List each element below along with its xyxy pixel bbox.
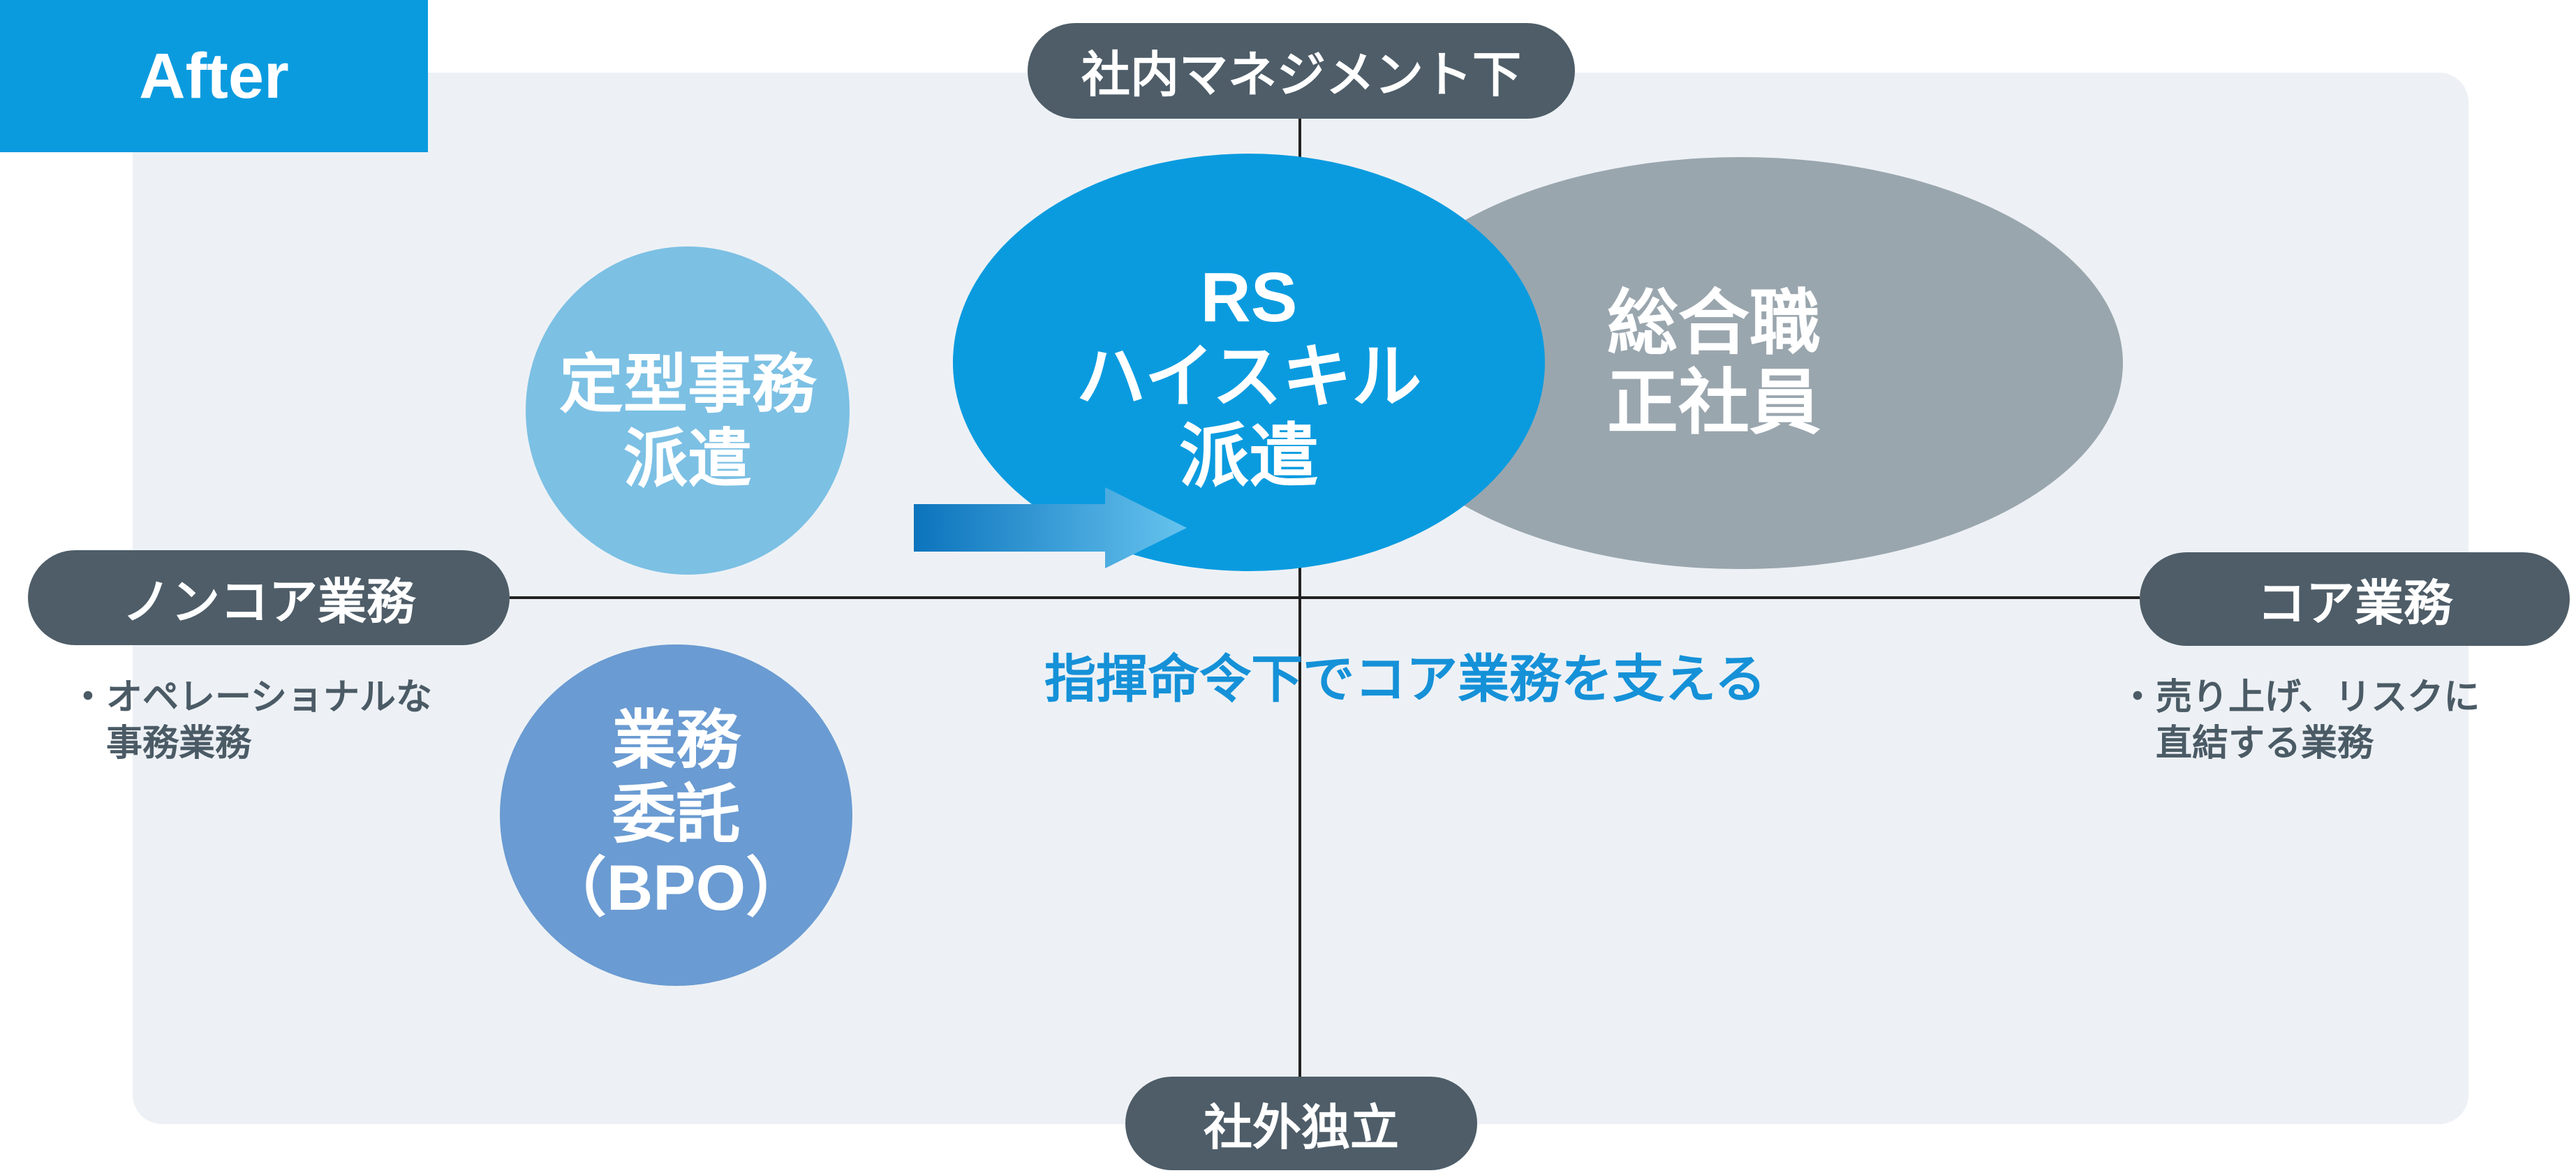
bubble-rs-label-line1: RS <box>1200 258 1298 337</box>
after-badge-label: After <box>139 40 289 112</box>
axis-label-bottom-text: 社外独立 <box>1204 1100 1399 1155</box>
note-core-description: ・売り上げ、リスクに 直結する業務 <box>2119 674 2480 767</box>
axis-label-right-text: コア業務 <box>2257 575 2452 630</box>
bubble-fulltime-label: 総合職 正社員 <box>1607 283 1821 443</box>
axis-label-top-text: 社内マネジメント下 <box>1081 47 1521 102</box>
note-noncore-description: ・オペレーショナルな 事務業務 <box>70 674 432 767</box>
axis-label-left-text: ノンコア業務 <box>122 574 415 629</box>
axis-label-bottom-external-independent: 社外独立 <box>1125 1077 1477 1170</box>
bubble-fulltime-label-line2: 正社員 <box>1607 363 1821 443</box>
bubble-bpo-label-line1: 業務 <box>612 704 741 776</box>
note-core-line1: ・売り上げ、リスクに <box>2119 677 2480 718</box>
axis-label-left-noncore-work: ノンコア業務 <box>28 550 510 645</box>
bubble-bpo-label-line2: 委託 <box>612 779 741 850</box>
bubble-bpo-label: 業務 委託 （BPO） <box>542 704 810 926</box>
caption-support-core-work: 指揮命令下でコア業務を支える <box>1044 650 1766 708</box>
bubble-rs-label-line2: ハイスキル <box>1076 338 1422 416</box>
bubble-rs-label-line3: 派遣 <box>1179 418 1319 496</box>
axis-label-top-internal-management: 社内マネジメント下 <box>1028 23 1575 119</box>
bubble-rs-label: RS ハイスキル 派遣 <box>1076 258 1422 496</box>
horizontal-axis-line <box>510 596 2140 599</box>
bubble-fulltime-label-line1: 総合職 <box>1607 283 1821 363</box>
axis-label-right-core-work: コア業務 <box>2140 552 2570 646</box>
bubble-routine-label-line2: 派遣 <box>623 424 752 495</box>
bubble-rs-high-skill-dispatch: RS ハイスキル 派遣 <box>953 154 1545 571</box>
bubble-routine-clerical-dispatch: 定型事務 派遣 <box>526 246 850 575</box>
bubble-bpo-label-line3: （BPO） <box>542 853 810 924</box>
transition-arrow-icon <box>914 487 1187 570</box>
after-badge: After <box>0 0 428 152</box>
note-core-line2: 直結する業務 <box>2156 723 2374 765</box>
note-noncore-line1: ・オペレーショナルな <box>70 677 432 718</box>
bubble-bpo-outsourcing: 業務 委託 （BPO） <box>500 644 852 986</box>
bubble-routine-label: 定型事務 派遣 <box>559 348 816 496</box>
bubble-routine-label-line1: 定型事務 <box>558 349 816 421</box>
note-noncore-line2: 事務業務 <box>106 723 252 765</box>
